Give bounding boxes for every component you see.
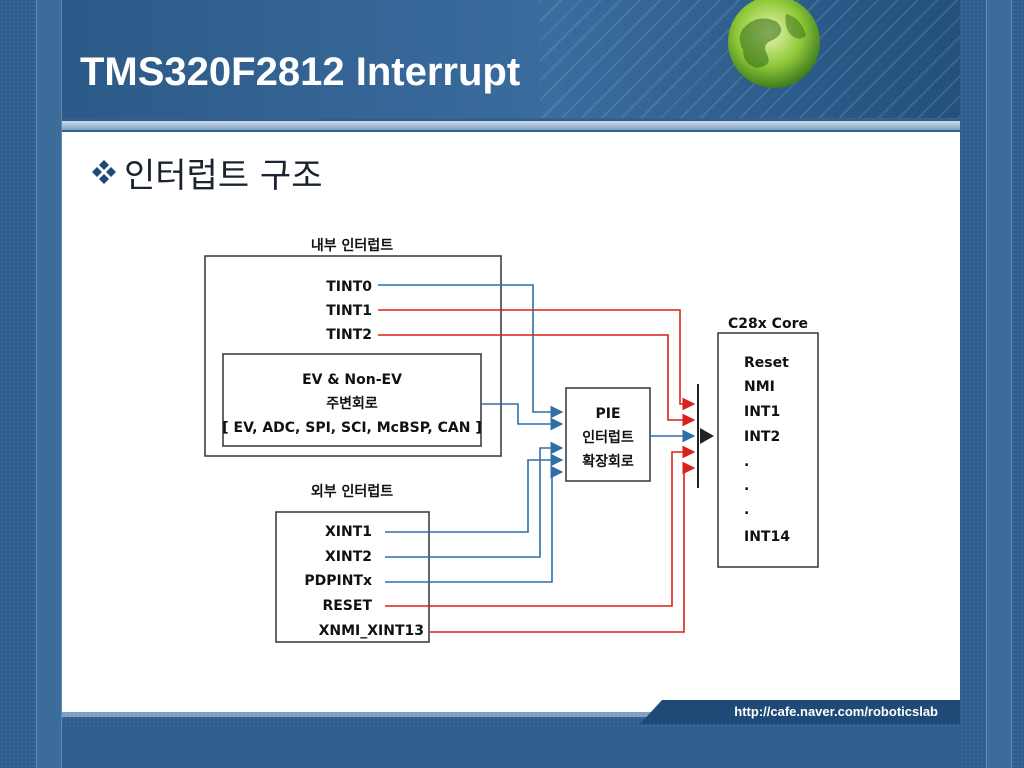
wire-tint1: [378, 309, 696, 411]
wire-xnmi-xint13: [430, 461, 696, 633]
external-interrupts-box: [275, 511, 430, 643]
wire-xint1: [385, 453, 564, 533]
footer-tab: http://cafe.naver.com/roboticslab: [640, 700, 960, 724]
core-line: .: [744, 478, 749, 494]
peripheral-box-line: EV & Non-EV: [302, 372, 402, 388]
peripheral-box-line: [ EV, ADC, SPI, SCI, McBSP, CAN ]: [222, 420, 481, 436]
footer-bar: [62, 712, 960, 717]
bullet-item: 인터럽트 구조: [90, 150, 323, 196]
wire-pdpintx: [385, 465, 564, 583]
peripheral-box: [222, 353, 482, 447]
slide-title: TMS320F2812 Interrupt: [80, 50, 521, 94]
wire-xint2: [385, 441, 564, 558]
signal-label: TINT1: [326, 303, 372, 319]
peripheral-box-line: 주변회로: [326, 396, 378, 412]
globe-icon: [728, 0, 820, 88]
core-line: .: [744, 502, 749, 518]
signal-label: TINT0: [326, 279, 372, 295]
signal-label: RESET: [322, 598, 372, 614]
core-line: INT2: [744, 429, 780, 445]
external-interrupts-label: 외부 인터럽트: [311, 483, 393, 500]
core-line: Reset: [744, 355, 789, 371]
wire-reset: [385, 445, 696, 607]
core-input-arrow: [700, 428, 714, 444]
internal-interrupts-label: 내부 인터럽트: [311, 237, 393, 254]
signal-label: XNMI_XINT13: [319, 623, 424, 639]
left-decorative-rail: [36, 0, 62, 768]
core-line: .: [744, 454, 749, 470]
core-line: NMI: [744, 379, 775, 395]
four-diamond-bullet-icon: [92, 160, 116, 184]
footer: http://cafe.naver.com/roboticslab: [62, 700, 960, 724]
pie-box-line: 인터럽트: [582, 429, 634, 446]
signal-label: PDPINTx: [304, 573, 372, 589]
signal-label: XINT1: [325, 524, 372, 540]
wire-tint0: [378, 284, 564, 419]
signal-label: XINT2: [325, 549, 372, 565]
core-line: INT14: [744, 529, 790, 545]
bullet-text: 인터럽트 구조: [124, 155, 323, 196]
pie-box: [565, 387, 651, 482]
core-label: C28x Core: [728, 316, 808, 332]
wire-tint2: [378, 334, 696, 427]
footer-url: http://cafe.naver.com/roboticslab: [734, 704, 938, 719]
pie-box-line: 확장회로: [582, 453, 634, 470]
signal-label: TINT2: [326, 327, 372, 343]
wire-peripheral: [481, 403, 564, 431]
core-line: INT1: [744, 404, 780, 420]
title-divider: [62, 121, 960, 130]
right-decorative-rail: [986, 0, 1012, 768]
bottom-band: [62, 728, 960, 768]
core-box: [717, 332, 819, 568]
pie-box-line: PIE: [595, 406, 620, 422]
